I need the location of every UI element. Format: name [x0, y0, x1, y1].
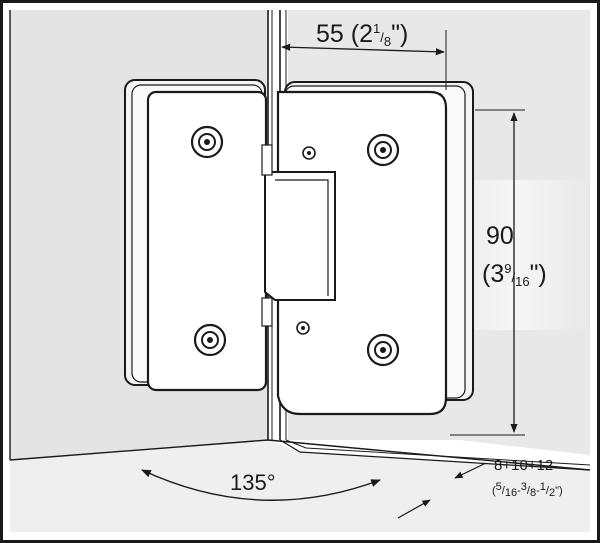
width-dimension-line: [281, 43, 445, 56]
hinge-knuckle-inner: [275, 179, 329, 296]
knuckle-top-cap: [261, 144, 273, 176]
set-screw-bottom: [296, 321, 310, 335]
thickness-arrow-bottom: [397, 499, 431, 519]
set-screw-top: [302, 146, 316, 160]
glass-bottom-edge: [279, 439, 591, 471]
width-label: 55 (21/8"): [316, 20, 408, 49]
glass-bottom-edge-2: [285, 439, 591, 466]
angle-label: 135°: [230, 470, 276, 495]
screw-left-top: [190, 125, 224, 159]
screw-right-bottom: [366, 333, 400, 367]
angle-arc: [141, 469, 381, 501]
height-label-metric: 90: [486, 222, 514, 250]
screw-left-bottom: [193, 323, 227, 357]
height-label-imperial: (39/16"): [482, 260, 547, 289]
knuckle-bottom-cap: [261, 297, 273, 327]
hinge-knuckle: [264, 171, 336, 301]
thickness-arrow-top: [454, 462, 487, 479]
screw-right-top: [366, 133, 400, 167]
thickness-label-imperial: (5/16-3/8-1/2"): [492, 481, 563, 499]
thickness-label-metric: 8+10+12: [494, 457, 553, 474]
